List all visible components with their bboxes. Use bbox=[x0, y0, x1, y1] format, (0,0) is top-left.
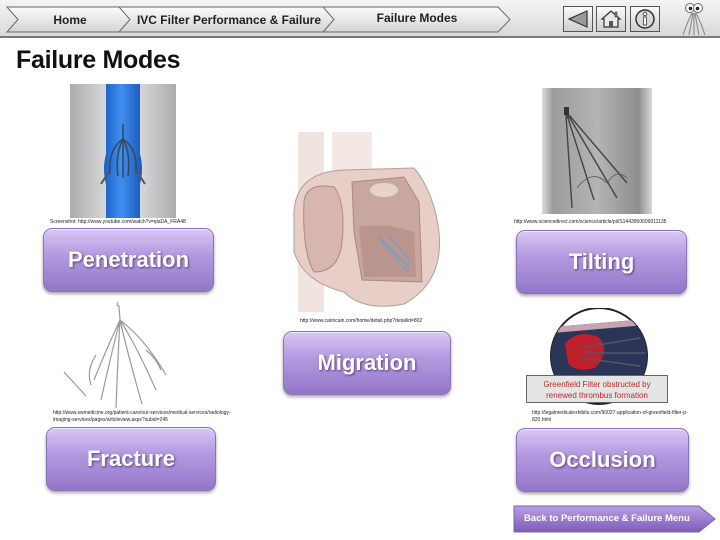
info-button[interactable] bbox=[630, 6, 660, 32]
tilting-button[interactable]: Tilting bbox=[516, 230, 687, 294]
home-icon bbox=[600, 10, 622, 28]
breadcrumb-failure-modes[interactable]: Failure Modes bbox=[322, 6, 512, 33]
info-icon bbox=[635, 9, 655, 29]
fracture-image bbox=[63, 301, 167, 408]
tilting-image bbox=[542, 88, 652, 214]
home-button[interactable] bbox=[596, 6, 626, 32]
breadcrumb-label: Failure Modes bbox=[376, 10, 458, 25]
penetration-image bbox=[70, 84, 176, 218]
migration-button[interactable]: Migration bbox=[283, 331, 451, 395]
breadcrumb-label: Home bbox=[53, 12, 87, 27]
occlusion-note: Greenfield Filter obstructed by renewed … bbox=[526, 375, 668, 403]
mascot-logo-icon bbox=[682, 3, 706, 36]
breadcrumb-ivc-filter[interactable]: IVC Filter Performance & Failure bbox=[118, 6, 340, 33]
nav-bar: Home IVC Filter Performance & Failure Fa… bbox=[0, 0, 720, 38]
tilting-caption: http://www.sciencedirect.com/science/art… bbox=[514, 219, 667, 225]
back-to-menu-button[interactable]: Back to Performance & Failure Menu bbox=[513, 505, 716, 533]
page-title: Failure Modes bbox=[16, 46, 181, 74]
back-button[interactable] bbox=[563, 6, 593, 32]
migration-caption: http://www.carincain.com/home/detail.php… bbox=[300, 318, 423, 324]
migration-image bbox=[293, 132, 441, 312]
penetration-button[interactable]: Penetration bbox=[43, 228, 214, 292]
back-arrow-icon bbox=[567, 10, 588, 28]
breadcrumb-home[interactable]: Home bbox=[6, 6, 134, 33]
occlusion-caption: http://legalmedicalexhibits.com/90027-ap… bbox=[532, 410, 688, 423]
occlusion-button[interactable]: Occlusion bbox=[516, 428, 689, 492]
penetration-caption: Screenshot: http://www.youtube.com/watch… bbox=[50, 219, 186, 225]
breadcrumb-label: IVC Filter Performance & Failure bbox=[136, 12, 322, 27]
fracture-caption: http://www.swmedicine.org/patient-care/o… bbox=[53, 410, 231, 423]
fracture-button[interactable]: Fracture bbox=[46, 427, 216, 491]
back-to-menu-label: Back to Performance & Failure Menu bbox=[524, 513, 690, 524]
